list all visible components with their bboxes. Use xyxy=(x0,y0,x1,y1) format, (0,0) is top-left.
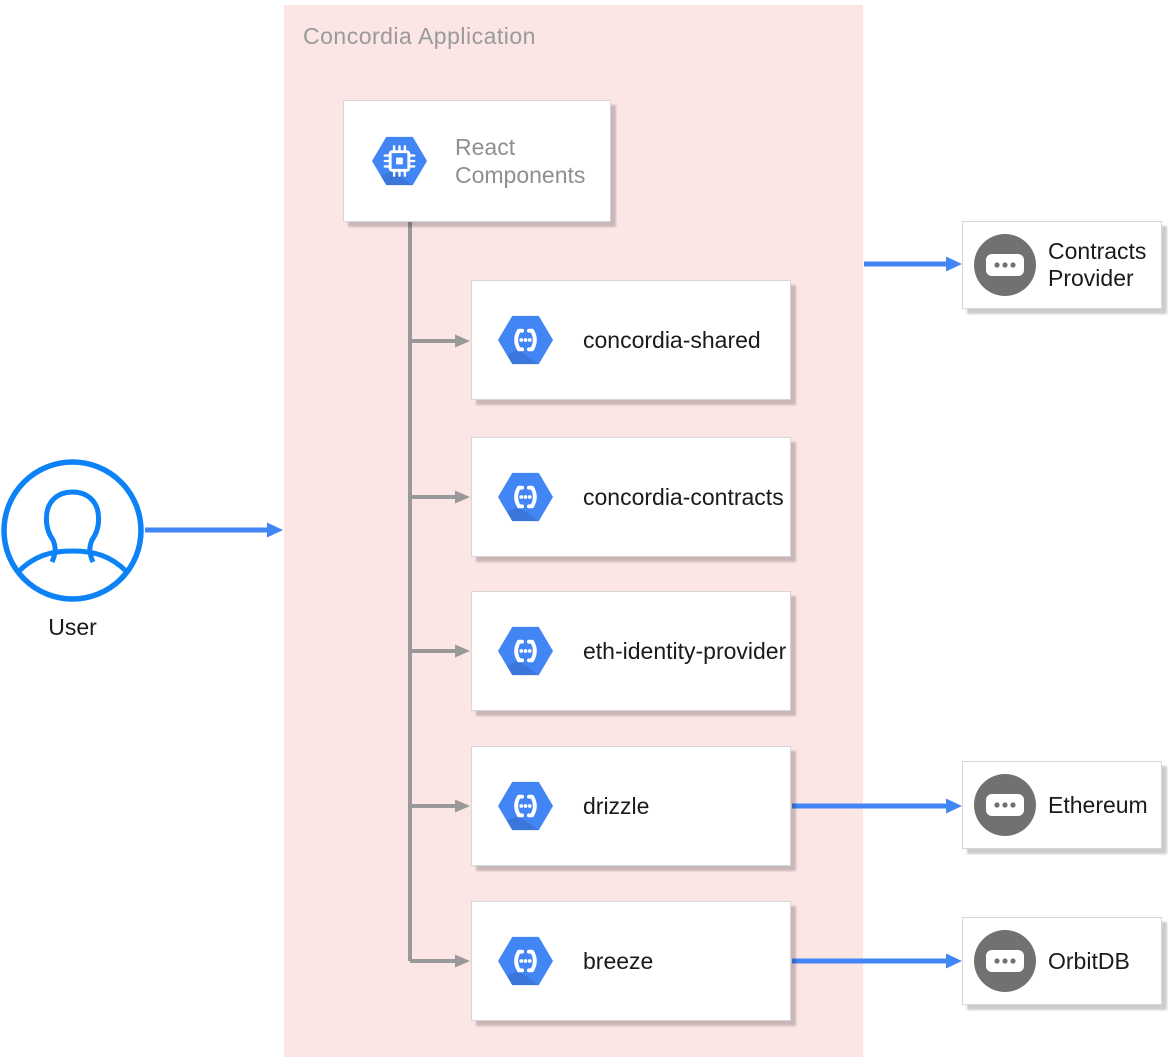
node-orbitdb: OrbitDB xyxy=(962,917,1162,1005)
node-label: Contracts Provider xyxy=(1048,238,1147,291)
edge-application-to-contracts-provider xyxy=(864,256,962,272)
node-drizzle: drizzle xyxy=(471,746,791,866)
code-hexagon-icon xyxy=(497,471,554,523)
node-label: OrbitDB xyxy=(1048,947,1130,974)
arrowhead-icon xyxy=(946,256,962,272)
dots-circle-icon xyxy=(974,930,1036,992)
node-label: concordia-shared xyxy=(583,327,761,353)
node-eth-identity-provider: eth-identity-provider xyxy=(471,591,791,711)
node-breeze: breeze xyxy=(471,901,791,1021)
node-label: eth-identity-provider xyxy=(583,638,787,664)
person-circle-icon xyxy=(1,459,144,602)
node-concordia-shared: concordia-shared xyxy=(471,280,791,400)
user-label: User xyxy=(48,614,97,640)
dots-circle-icon xyxy=(974,234,1036,296)
node-label: concordia-contracts xyxy=(583,484,784,510)
container-title: Concordia Application xyxy=(303,23,536,49)
node-label: Ethereum xyxy=(1048,791,1148,818)
chip-hexagon-icon xyxy=(371,135,428,187)
node-concordia-contracts: concordia-contracts xyxy=(471,437,791,557)
arrowhead-icon xyxy=(946,953,962,969)
node-label: breeze xyxy=(583,948,654,974)
code-hexagon-icon xyxy=(497,935,554,987)
code-hexagon-icon xyxy=(497,780,554,832)
node-label: drizzle xyxy=(583,793,650,819)
arrowhead-icon xyxy=(946,798,962,814)
node-contracts-provider: Contracts Provider xyxy=(962,221,1162,309)
node-label: React Components xyxy=(455,134,586,188)
node-ethereum: Ethereum xyxy=(962,761,1162,849)
code-hexagon-icon xyxy=(497,314,554,366)
dots-circle-icon xyxy=(974,774,1036,836)
arrowhead-icon xyxy=(267,522,283,538)
edge-user-to-application xyxy=(145,522,283,538)
code-hexagon-icon xyxy=(497,625,554,677)
user-node: User xyxy=(0,458,145,640)
node-react-components: React Components xyxy=(343,100,611,222)
